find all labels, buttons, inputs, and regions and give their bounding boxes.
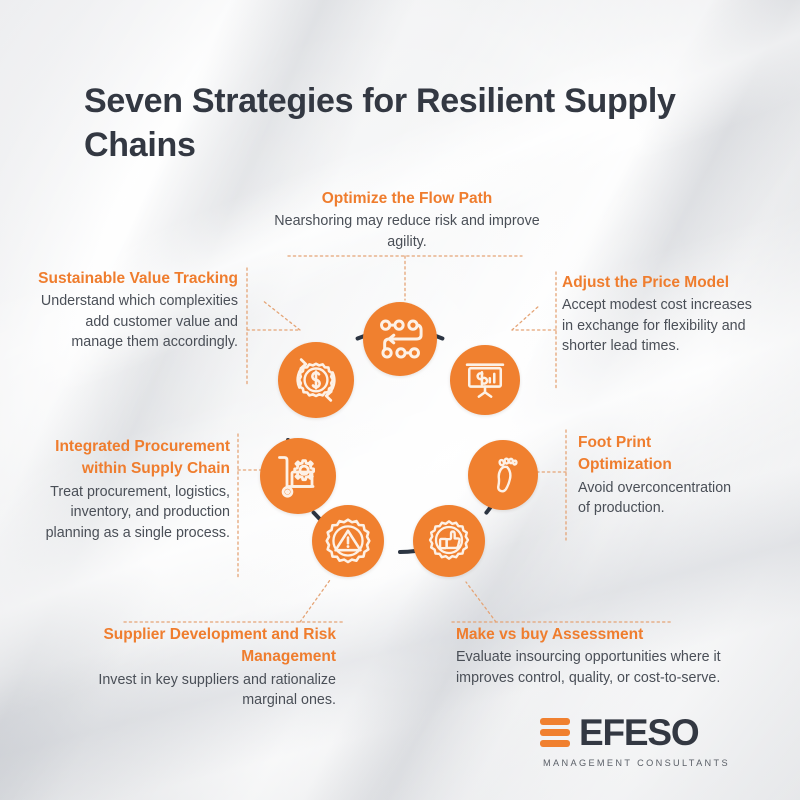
strategy-label-integrated-procurement: Integrated Procurement within Supply Cha… [42,436,230,543]
strategy-heading: Make vs buy Assessment [456,626,644,643]
efeso-bars-icon [540,718,570,747]
strategy-label-sustainable-value-tracking: Sustainable Value Tracking Understand wh… [34,268,238,352]
strategy-heading: Adjust the Price Model [562,274,730,291]
icon-node-adjust-price-model[interactable] [450,345,520,415]
icon-node-foot-print-optimization[interactable] [468,440,538,510]
icon-node-integrated-procurement[interactable] [260,438,336,514]
icon-node-optimize-flow-path[interactable] [363,302,437,376]
thumbs-up-badge-icon [428,520,470,560]
logo-tagline: MANAGEMENT CONSULTANTS [543,758,730,768]
strategy-body: Treat procurement, logistics, inventory,… [45,483,230,541]
strategy-wheel [250,290,550,590]
strategy-heading: Sustainable Value Tracking [38,270,238,287]
strategy-heading: Integrated Procurement within Supply Cha… [55,438,230,478]
strategy-label-optimize-flow-path: Optimize the Flow Path Nearshoring may r… [262,188,552,252]
strategy-body: Invest in key suppliers and rationalize … [98,671,336,709]
presentation-chart-dollar-icon [465,363,505,398]
strategy-body: Accept modest cost increases in exchange… [562,297,752,355]
strategy-body: Nearshoring may reduce risk and improve … [274,213,540,250]
gear-warning-icon [325,518,371,564]
page-title: Seven Strategies for Resilient Supply Ch… [84,82,676,164]
strategy-heading: Supplier Development and Risk Management [103,626,336,666]
strategy-label-foot-print-optimization: Foot Print Optimization Avoid overconcen… [578,432,738,519]
strategy-label-make-vs-buy-assessment: Make vs buy Assessment Evaluate insourci… [456,624,724,688]
strategy-heading: Foot Print Optimization [578,434,672,474]
logo-wordmark: EFESO [579,712,700,753]
strategy-body: Evaluate insourcing opportunities where … [456,649,721,686]
icon-node-supplier-development-risk-management[interactable] [312,505,384,577]
footprint-icon [497,457,518,493]
flow-path-icon [380,319,423,359]
efeso-logo: EFESO MANAGEMENT CONSULTANTS [540,714,730,768]
gear-dollar-cycle-icon [296,358,336,402]
strategy-label-adjust-price-model: Adjust the Price Model Accept modest cos… [562,272,762,356]
hand-truck-gear-icon [278,456,315,498]
icon-node-sustainable-value-tracking[interactable] [278,342,354,418]
strategy-label-supplier-development-risk-management: Supplier Development and Risk Management… [86,624,336,711]
icon-node-make-vs-buy-assessment[interactable] [413,505,485,577]
strategy-body: Avoid overconcentration of production. [578,479,732,517]
logo-row: EFESO [540,714,730,751]
strategy-heading: Optimize the Flow Path [321,190,493,207]
strategy-body: Understand which complexities add custom… [40,293,238,351]
